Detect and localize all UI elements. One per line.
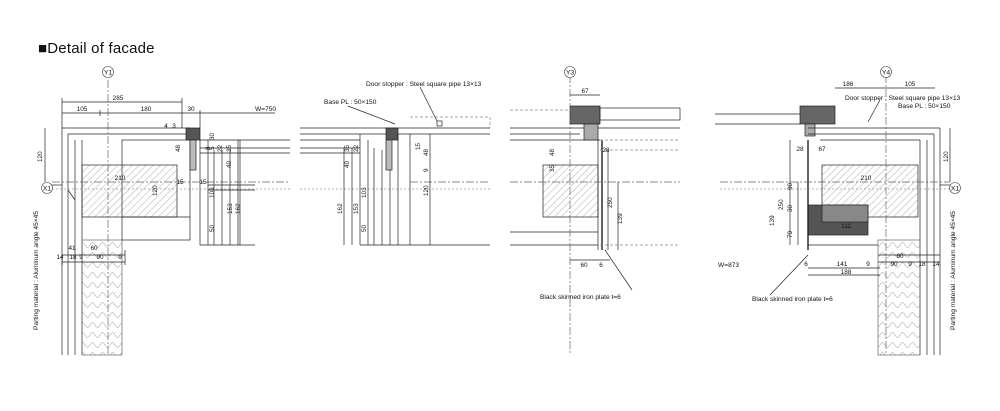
dim-15a: 15: [176, 179, 184, 186]
dim-153a: 153: [227, 203, 234, 214]
label-iron-plate-right: Black skinned iron plate t=6: [752, 296, 833, 303]
dim-250b: 250: [778, 199, 785, 210]
dim-35c: 35: [549, 164, 556, 172]
dim-9c: 9: [423, 168, 430, 172]
grid-tag-x1-left-circle: [41, 182, 53, 194]
dim-3a: 3: [172, 123, 176, 130]
grid-tag-y3: Y3: [566, 70, 575, 77]
dim-9b: 9: [118, 254, 122, 261]
label-base-pl-mid: Base PL : 50×150: [324, 99, 377, 106]
dim-15c: 15: [415, 142, 422, 150]
dim-8a: 8: [205, 146, 212, 150]
dim-6a: 6: [599, 262, 603, 269]
dim-9a: 9: [79, 254, 83, 261]
grid-tag-y3-circle: [564, 66, 576, 78]
dim-28b: 28: [796, 146, 804, 153]
dim-139b: 139: [769, 215, 776, 226]
dim-285: 285: [113, 95, 124, 102]
dim-14a: 14: [56, 254, 64, 261]
dim-5a: 5: [209, 146, 216, 150]
dim-105b: 105: [905, 81, 916, 88]
dim-153b: 153: [353, 203, 360, 214]
label-w873: W=873: [718, 262, 739, 269]
panel-middle-section: [300, 86, 491, 246]
dim-28a: 28: [602, 147, 610, 154]
dim-18b: 18: [918, 261, 926, 268]
dim-103b: 103: [361, 187, 368, 198]
dim-4a: 4: [164, 123, 168, 130]
dim-22b: 22: [353, 144, 360, 152]
grid-tag-y4-circle: [880, 66, 892, 78]
dim-180: 180: [141, 106, 152, 113]
dim-50b: 50: [361, 224, 368, 232]
dim-250a: 250: [607, 197, 614, 208]
panel-right-corner: [715, 75, 951, 356]
dim-40a: 40: [226, 160, 233, 168]
dim-79: 79: [787, 230, 794, 238]
dim-30c: 30: [787, 204, 794, 212]
dim-210a: 210: [115, 175, 126, 182]
dim-105a: 105: [77, 106, 88, 113]
dim-18a: 18: [69, 254, 77, 261]
dim-6b: 6: [804, 261, 808, 268]
dim-35b: 35: [344, 144, 351, 152]
dim-111: 111: [841, 223, 851, 230]
dim-90b: 90: [787, 182, 794, 190]
dim-30b: 30: [209, 132, 216, 140]
dim-9e: 9: [908, 261, 912, 268]
dim-120b: 120: [152, 185, 159, 196]
dim-120c: 120: [423, 185, 430, 196]
grid-tag-y1: Y1: [104, 70, 113, 77]
panel-left-corner: [44, 80, 290, 356]
dim-41: 41: [68, 245, 76, 252]
dim-60c: 60: [896, 253, 904, 260]
label-door-stopper-mid: Door stopper : Steel square pipe 13×13: [366, 81, 482, 88]
dim-162a: 162: [235, 203, 242, 214]
grid-tag-x1-left: X1: [43, 186, 52, 193]
dim-90a: 90: [96, 254, 104, 261]
dim-120a: 120: [37, 151, 44, 162]
grid-tag-x1-right: X1: [951, 186, 960, 193]
label-parting-left: Parting material : Aluminum angle 45×45: [33, 211, 40, 330]
label-base-pl-right: Base PL : 50×150: [898, 103, 951, 110]
dim-139a: 139: [617, 213, 624, 224]
dim-67a: 67: [581, 88, 589, 95]
dim-210b: 210: [861, 175, 872, 182]
dim-30a: 30: [187, 106, 195, 113]
dim-22a: 22: [217, 144, 224, 152]
dim-188: 188: [841, 269, 852, 276]
dim-48b: 48: [423, 148, 430, 156]
dim-48c: 48: [549, 148, 556, 156]
dim-35a: 35: [226, 144, 233, 152]
dim-141: 141: [837, 261, 848, 268]
dim-67b: 67: [818, 146, 826, 153]
label-w750: W=750: [255, 106, 276, 113]
grid-tag-x1-right-circle: [949, 182, 961, 194]
grid-tag-y4: Y4: [882, 70, 891, 77]
label-parting-right: Parting material : Aluminum angle 45×45: [950, 211, 957, 330]
dim-50a: 50: [209, 224, 216, 232]
dim-60a: 60: [90, 245, 98, 252]
panel-y3-section: [510, 75, 681, 355]
dim-40b: 40: [344, 160, 351, 168]
page-title: ■Detail of facade: [38, 40, 155, 57]
dim-186: 186: [843, 81, 854, 88]
dim-103a: 103: [209, 187, 216, 198]
label-door-stopper-right: Door stopper : Steel square pipe 13×13: [845, 95, 961, 102]
dim-90c: 90: [890, 261, 898, 268]
dim-48a: 48: [175, 144, 182, 152]
dim-14b: 14: [932, 261, 940, 268]
dim-120d: 120: [943, 151, 950, 162]
label-iron-plate-mid: Black skinned iron plate t=6: [540, 294, 621, 301]
dim-15b: 15: [199, 179, 207, 186]
dim-162b: 162: [337, 203, 344, 214]
dim-9d: 9: [866, 261, 870, 268]
grid-tag-y1-circle: [102, 66, 114, 78]
dim-60b: 60: [580, 262, 588, 269]
